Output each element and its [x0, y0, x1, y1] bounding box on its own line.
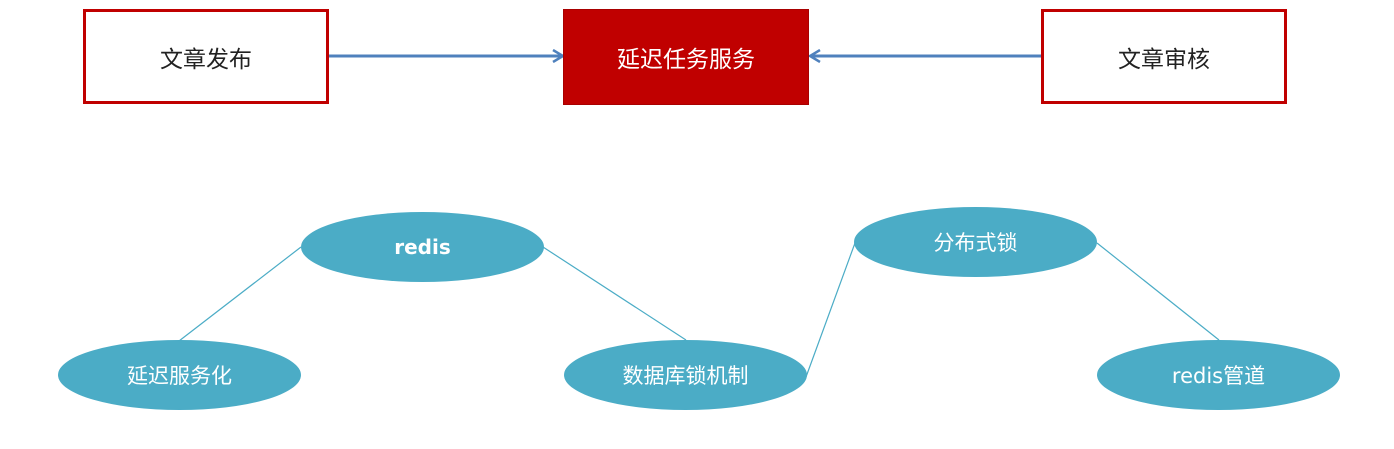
connector-db-lock-to-distributed-lock: [805, 242, 856, 378]
node-delay-servicify: 延迟服务化: [58, 340, 301, 410]
node-delay-servicify-label: 延迟服务化: [127, 364, 232, 388]
box-article-publish: 文章发布: [83, 9, 329, 104]
connector-redis-to-db-lock: [542, 246, 687, 341]
node-redis-pipeline-label: redis管道: [1171, 364, 1266, 388]
node-redis-pipeline: redis管道: [1097, 340, 1340, 410]
node-distributed-lock: 分布式锁: [854, 207, 1097, 277]
node-redis-label: redis: [394, 235, 451, 259]
box-delay-task-service: 延迟任务服务: [563, 9, 809, 105]
node-redis: redis: [301, 212, 544, 282]
connector-delay-servicify-to-redis: [178, 246, 302, 342]
box-article-review-label: 文章审核: [1118, 46, 1210, 73]
box-article-publish-label: 文章发布: [160, 46, 252, 73]
node-db-lock-mechanism: 数据库锁机制: [564, 340, 807, 410]
node-distributed-lock-label: 分布式锁: [933, 231, 1018, 255]
box-delay-task-service-label: 延迟任务服务: [617, 47, 755, 73]
box-article-review: 文章审核: [1041, 9, 1287, 104]
connector-distributed-lock-to-redis-pipeline: [1096, 242, 1220, 341]
node-db-lock-mechanism-label: 数据库锁机制: [622, 364, 749, 388]
